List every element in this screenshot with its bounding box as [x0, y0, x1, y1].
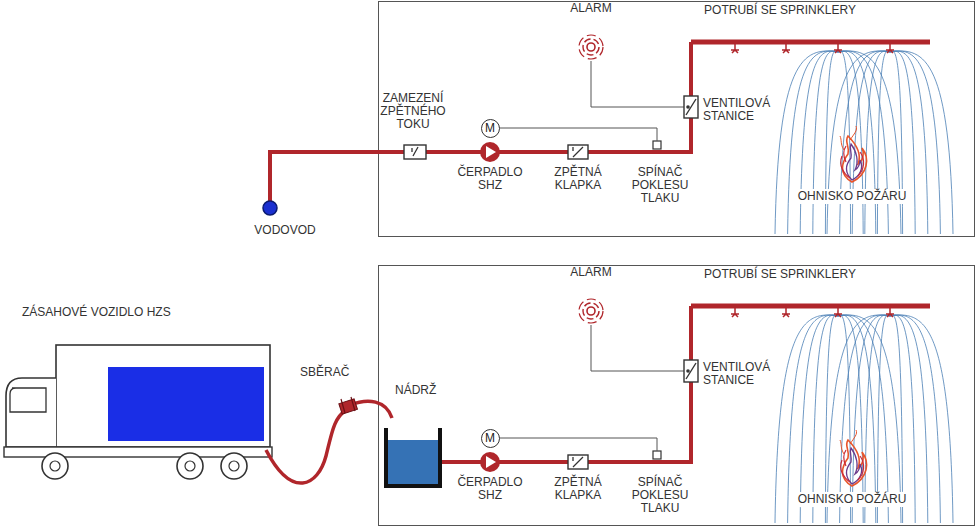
spray-line [890, 51, 953, 234]
component-label: ZPĚTNÁ KLAPKA [547, 476, 609, 502]
component-label: OHNISKO POŽÁRU [795, 189, 910, 204]
component-label: ZÁSAHOVÉ VOZIDLO HZS [22, 306, 171, 319]
pipeline [420, 306, 691, 462]
component-label: ČERPADLO SHZ [454, 166, 526, 192]
motor-circle: M [481, 429, 500, 448]
spray-line [852, 51, 890, 234]
fire-symbol [840, 126, 867, 182]
component-label: SPÍNAČ POKLESU TLAKU [626, 476, 694, 515]
component-label: VODOVOD [254, 224, 315, 237]
component-label: ALARM [570, 2, 611, 15]
fire-truck [4, 345, 272, 479]
pump-row [480, 128, 661, 162]
component-label: NÁDRŽ [395, 384, 436, 397]
component-label: ZAMEZENÍ ZPĚTNÉHO TOKU [377, 92, 449, 131]
spray-line [838, 51, 901, 234]
motor-label: M [485, 432, 495, 444]
spray-line [827, 51, 890, 234]
spray-line [877, 51, 890, 234]
hose [266, 397, 392, 483]
spray-line [775, 51, 838, 234]
pump-row [480, 438, 661, 472]
sprinkler-spray [775, 51, 953, 523]
tank [386, 428, 440, 486]
component-label: POTRUBÍ SE SPRINKLERY [704, 268, 856, 281]
component-label: SBĚRAČ [300, 366, 349, 379]
spray-line [813, 51, 838, 234]
component-label: POTRUBÍ SE SPRINKLERY [704, 4, 856, 17]
component-label: OHNISKO POŽÁRU [795, 492, 910, 507]
component-label: ZPĚTNÁ KLAPKA [547, 166, 609, 192]
spray-line [890, 51, 940, 234]
component-label: VENTILOVÁ STANICE [703, 361, 773, 387]
spray-line [788, 51, 838, 234]
component-label: ČERPADLO SHZ [454, 476, 526, 502]
spray-line [865, 51, 890, 234]
motor-label: M [485, 122, 495, 134]
component-label: SPÍNAČ POKLESU TLAKU [626, 166, 694, 205]
valve-station [684, 96, 698, 118]
motor-circle: M [481, 119, 500, 138]
spray-line [890, 51, 915, 234]
pipeline [263, 42, 691, 215]
spray-line [840, 51, 890, 234]
building-outline [379, 2, 975, 237]
spray-line [890, 51, 903, 234]
component-label: VENTILOVÁ STANICE [703, 97, 773, 123]
spray-line [890, 51, 928, 234]
component-label: ALARM [570, 266, 611, 279]
building-outline [379, 266, 975, 526]
valve-station [684, 360, 698, 382]
fire-symbol [840, 430, 867, 486]
